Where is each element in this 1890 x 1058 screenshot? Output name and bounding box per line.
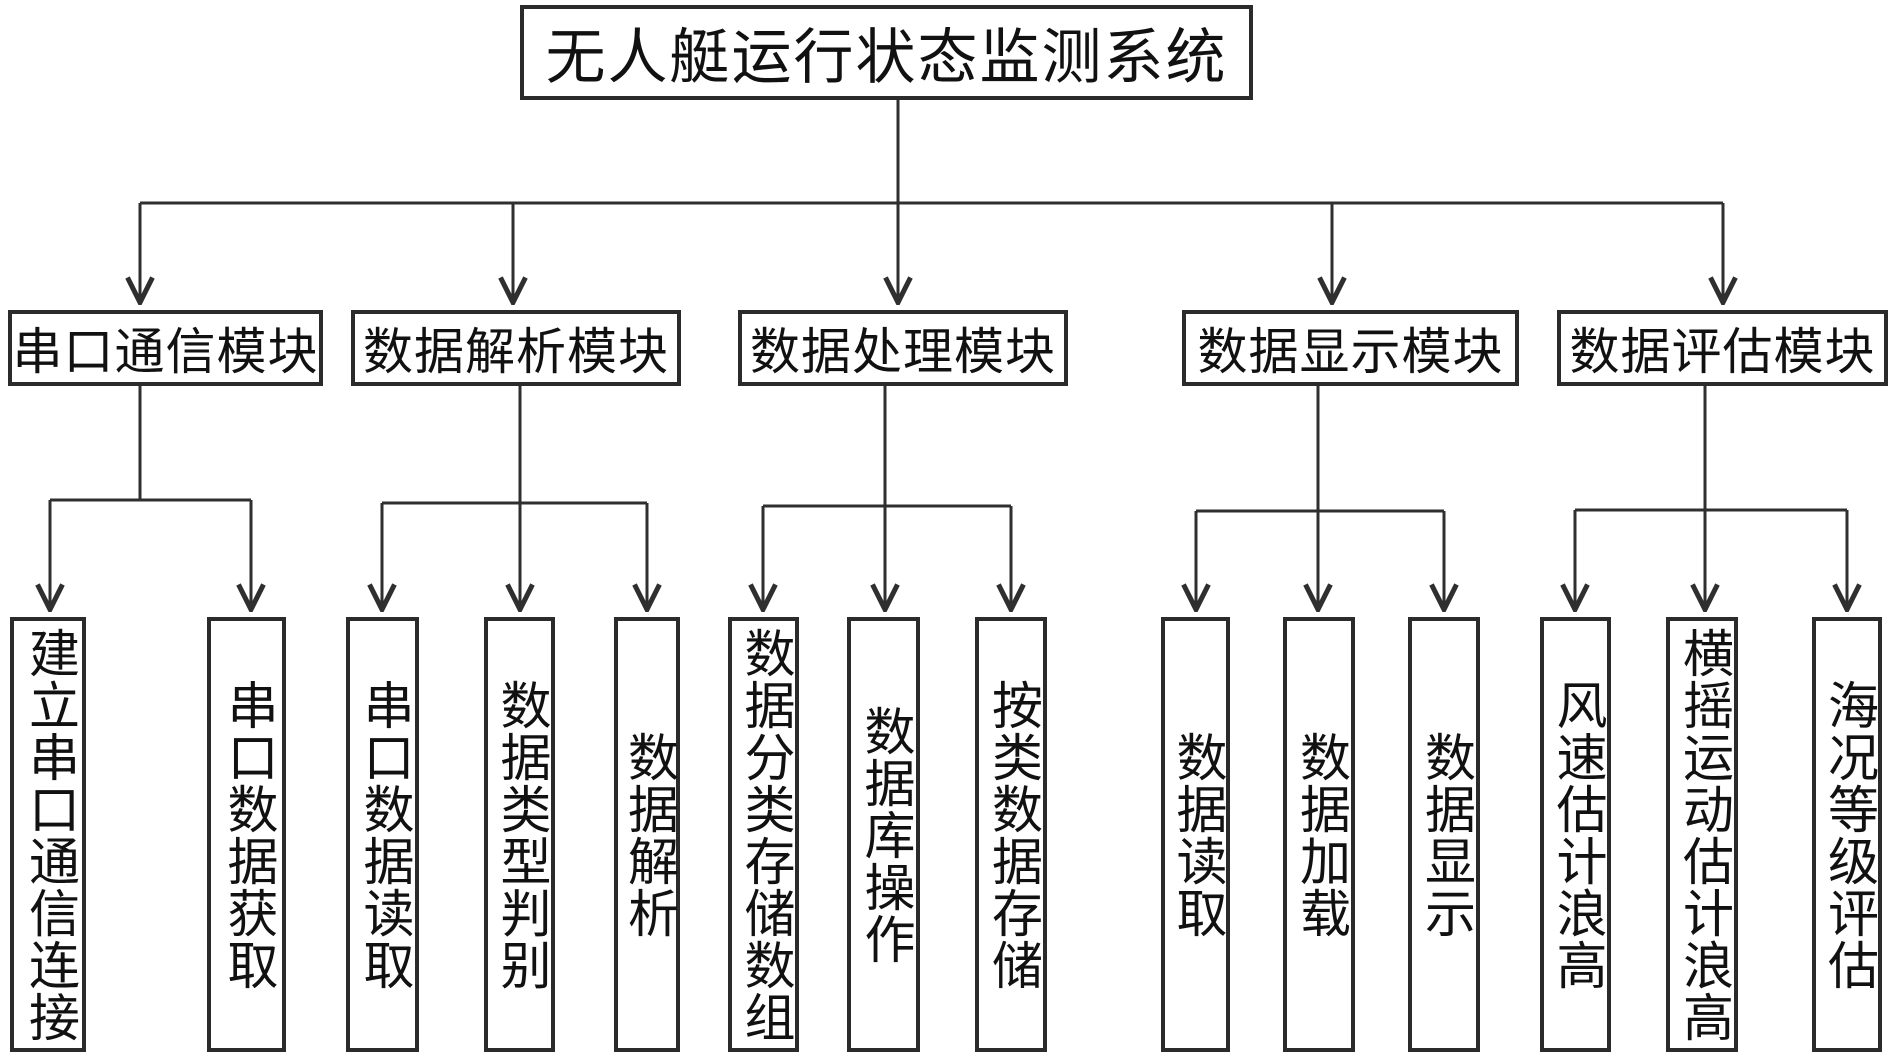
leaf-label: 串口数据获取 (219, 678, 276, 991)
leaf-roll-motion-wave-height-estimation: 横摇运动估计浪高 (1666, 617, 1738, 1052)
leaf-label: 横摇运动估计浪高 (1674, 626, 1731, 1043)
leaf-data-parsing: 数据解析 (614, 617, 680, 1052)
leaf-data-reading: 数据读取 (1161, 617, 1230, 1052)
module-box-data-display: 数据显示模块 (1182, 310, 1519, 386)
leaf-data-storage-by-category: 按类数据存储 (975, 617, 1047, 1052)
module-label: 数据解析模块 (363, 324, 669, 380)
leaf-label: 数据解析 (619, 730, 676, 939)
leaf-serial-data-acquisition: 串口数据获取 (207, 617, 286, 1052)
module-box-serial-communication: 串口通信模块 (8, 310, 323, 386)
leaf-wind-speed-wave-height-estimation: 风速估计浪高 (1540, 617, 1611, 1052)
leaf-database-operations: 数据库操作 (847, 617, 920, 1052)
leaf-label: 数据显示 (1416, 730, 1473, 939)
module-label: 数据显示模块 (1197, 324, 1504, 380)
leaf-label: 海况等级评估 (1819, 678, 1876, 991)
leaf-label: 串口数据读取 (355, 678, 412, 991)
leaf-label: 建立串口通信连接 (20, 626, 77, 1043)
leaf-establish-serial-connection: 建立串口通信连接 (10, 617, 86, 1052)
module-label: 数据评估模块 (1569, 324, 1876, 380)
leaf-label: 风速估计浪高 (1548, 678, 1605, 991)
leaf-serial-data-reading: 串口数据读取 (346, 617, 419, 1052)
leaf-data-type-discrimination: 数据类型判别 (484, 617, 555, 1052)
leaf-label: 数据分类存储数组 (736, 626, 793, 1043)
leaf-data-display: 数据显示 (1408, 617, 1480, 1052)
module-label: 数据处理模块 (750, 324, 1056, 380)
module-box-data-processing: 数据处理模块 (738, 310, 1068, 386)
leaf-classified-storage-array: 数据分类存储数组 (728, 617, 799, 1052)
diagram-title: 无人艇运行状态监测系统 (545, 25, 1228, 91)
module-box-data-evaluation: 数据评估模块 (1557, 310, 1888, 386)
leaf-label: 数据类型判别 (492, 678, 549, 991)
leaf-label: 数据读取 (1168, 730, 1225, 939)
module-label: 串口通信模块 (12, 324, 319, 380)
module-box-data-parsing: 数据解析模块 (351, 310, 681, 386)
leaf-data-loading: 数据加载 (1283, 617, 1355, 1052)
leaf-sea-state-level-assessment: 海况等级评估 (1812, 617, 1882, 1052)
leaf-label: 按类数据存储 (983, 678, 1040, 991)
leaf-label: 数据库操作 (856, 704, 913, 965)
title-box: 无人艇运行状态监测系统 (520, 5, 1253, 100)
leaf-label: 数据加载 (1291, 730, 1348, 939)
